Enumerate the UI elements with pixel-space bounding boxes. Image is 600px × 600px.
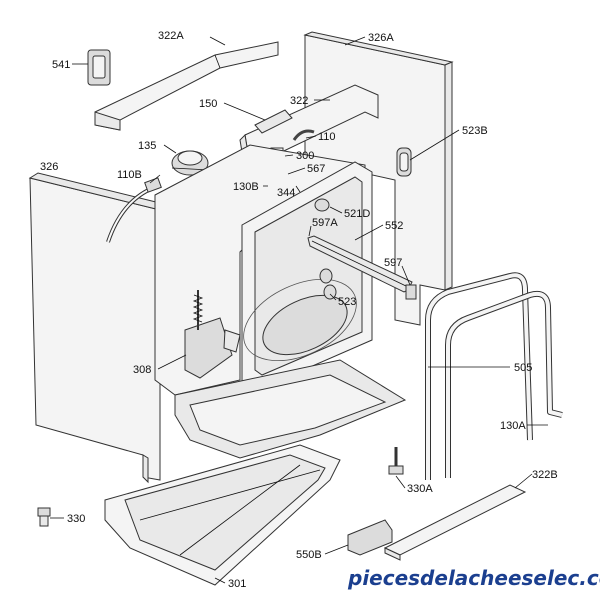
part-523-bushings <box>319 268 337 300</box>
part-505-door-seal <box>425 272 533 480</box>
label-330a: 330A <box>407 483 433 495</box>
label-322b: 322B <box>532 469 558 481</box>
part-301-base-tray <box>104 444 341 586</box>
label-150: 150 <box>199 98 217 110</box>
label-523: 523 <box>338 296 356 308</box>
part-326-side-panel <box>28 172 170 484</box>
part-330-foot <box>37 507 51 527</box>
label-135: 135 <box>138 140 156 152</box>
label-110: 110 <box>318 131 336 143</box>
label-541: 541 <box>52 59 70 71</box>
part-130a-seal <box>445 290 563 478</box>
part-110b-hose <box>106 177 162 243</box>
part-322b-trim <box>383 484 527 561</box>
label-326: 326 <box>40 161 58 173</box>
label-521d: 521D <box>344 208 370 220</box>
watermark-text: piecesdelacheeselec.com <box>347 566 600 590</box>
part-541-clip <box>87 49 111 86</box>
label-301: 301 <box>228 578 246 590</box>
label-110b: 110B <box>117 169 142 181</box>
part-330a-foot <box>388 447 404 475</box>
part-150-bracket <box>254 109 293 134</box>
label-597a: 597A <box>312 217 338 229</box>
part-110-hose <box>292 129 315 141</box>
callout-labels: 541 322A 326A 150 322 135 110 300 567 52… <box>40 30 558 590</box>
part-552-tub-frame <box>241 161 373 389</box>
label-505: 505 <box>514 362 532 374</box>
label-523b: 523B <box>462 125 488 137</box>
part-550b-bracket <box>347 519 393 556</box>
label-550b: 550B <box>296 549 322 561</box>
part-308-hinge <box>184 290 241 379</box>
part-523b-cover <box>396 147 412 177</box>
leader-lines <box>50 36 548 584</box>
label-552: 552 <box>385 220 403 232</box>
label-130b: 130B <box>233 181 259 193</box>
label-326a: 326A <box>368 32 394 44</box>
label-597: 597 <box>384 257 402 269</box>
part-base-frame <box>174 359 407 459</box>
label-130a: 130A <box>500 420 526 432</box>
label-322a: 322A <box>158 30 184 42</box>
label-308: 308 <box>133 364 151 376</box>
label-330: 330 <box>67 513 85 525</box>
part-322a-top-rail <box>94 41 279 131</box>
label-300: 300 <box>296 150 314 162</box>
label-344: 344 <box>277 187 295 199</box>
label-322: 322 <box>290 95 308 107</box>
part-521d-plug <box>314 198 330 212</box>
part-597-end-cap <box>405 284 417 300</box>
label-567: 567 <box>307 163 325 175</box>
